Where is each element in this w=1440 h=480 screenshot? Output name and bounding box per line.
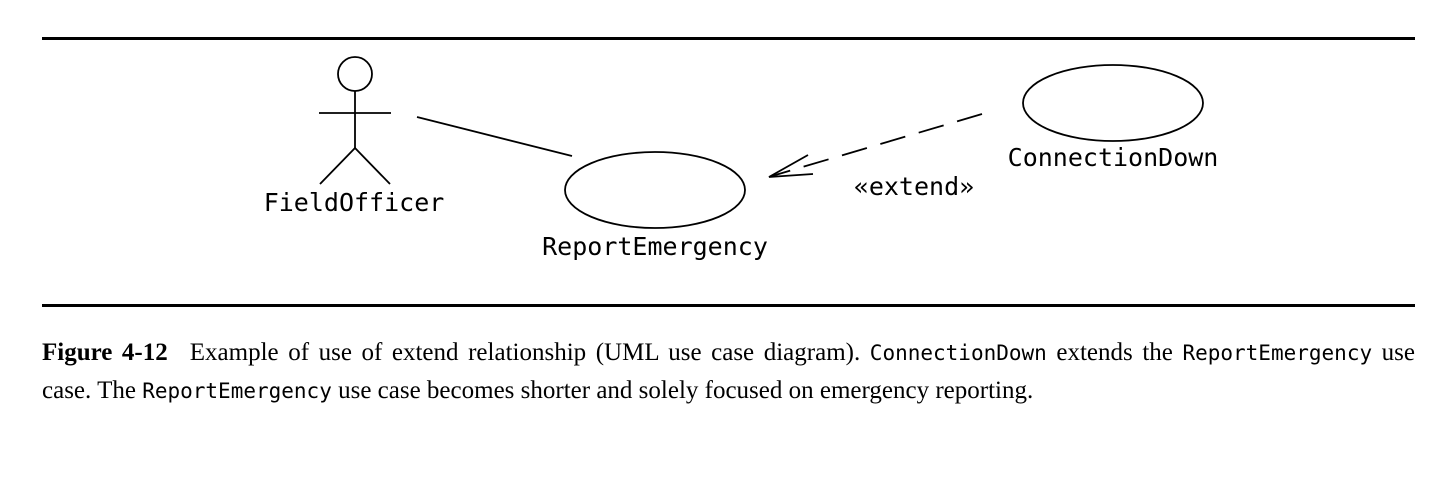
use-case-diagram: FieldOfficer ReportEmergency ConnectionD… [264,56,1219,261]
caption-code-report-emergency-2: ReportEmergency [142,379,332,403]
extend-label: «extend» [854,172,974,201]
actor-left-leg [319,147,356,185]
connection-down-use-case [1022,64,1204,142]
caption-text-1: Example of use of extend relationship (U… [189,339,870,366]
field-officer-actor [319,56,391,185]
caption-code-connection-down: ConnectionDown [869,341,1047,365]
actor-label: FieldOfficer [264,188,445,217]
actor-head [337,56,373,92]
actor-right-leg [354,147,391,185]
report-emergency-label: ReportEmergency [542,232,768,261]
top-rule [42,37,1415,40]
caption-text-3: use case. The [42,339,1416,404]
figure-caption: Figure 4-12 Example of use of extend rela… [42,334,1415,410]
caption-text-4: use case becomes shorter and solely focu… [331,377,1034,404]
report-emergency-use-case [564,151,746,229]
extend-arrowhead [768,154,814,178]
figure-number: Figure 4-12 [42,339,168,366]
extend-dependency-line [771,113,983,177]
association-line [416,116,573,157]
caption-text-2: extends the [1046,339,1183,366]
bottom-rule [42,304,1415,307]
caption-code-report-emergency: ReportEmergency [1182,341,1373,365]
connection-down-label: ConnectionDown [1008,143,1219,172]
